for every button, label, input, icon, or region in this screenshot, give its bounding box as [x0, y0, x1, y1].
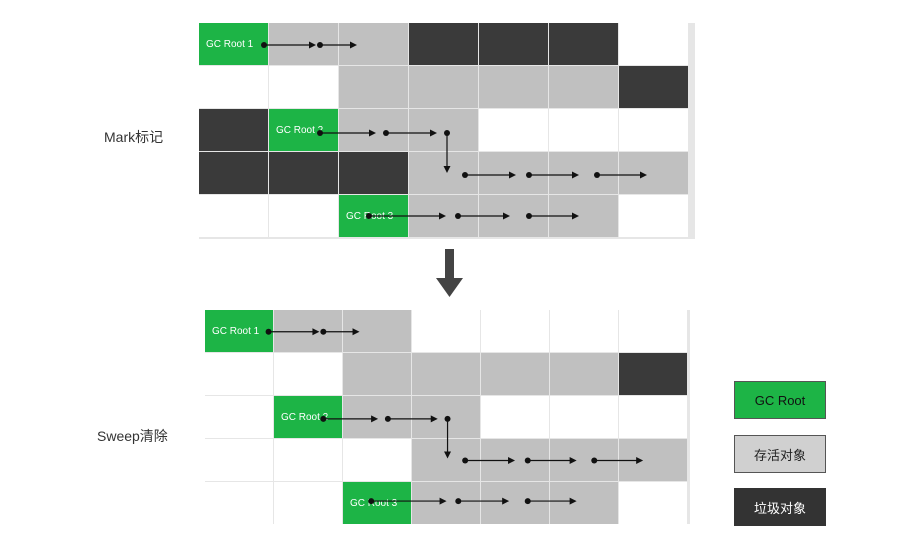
memory-cell-gray	[619, 152, 688, 194]
memory-cell-green	[205, 310, 273, 352]
memory-cell-white	[619, 195, 688, 237]
memory-cell-gray	[409, 109, 478, 151]
memory-cell-gray	[343, 353, 411, 395]
memory-cell-gray	[339, 109, 408, 151]
memory-cell-gray	[479, 66, 548, 108]
memory-cell-black	[619, 353, 687, 395]
memory-cell-black	[199, 152, 268, 194]
memory-cell-gray	[269, 23, 338, 65]
memory-cell-gray	[550, 482, 618, 524]
memory-cell-white	[269, 195, 338, 237]
reference-arrowhead	[572, 212, 579, 220]
memory-cell-white	[205, 353, 273, 395]
memory-cell-white	[274, 482, 342, 524]
memory-cell-gray	[343, 396, 411, 438]
memory-cell-green	[269, 109, 338, 151]
reference-arrowhead	[572, 171, 579, 179]
gc-root-label: GC Root 1	[206, 38, 254, 50]
reference-arrowhead	[509, 171, 516, 179]
reference-arrowhead	[503, 212, 510, 220]
memory-cell-gray	[339, 66, 408, 108]
legend-alive-object: 存活对象	[734, 435, 826, 473]
memory-cell-white	[205, 482, 273, 524]
gc-root-label: GC Root 1	[212, 325, 260, 337]
memory-cell-gray	[479, 152, 548, 194]
down-arrow-head	[436, 278, 463, 297]
memory-cell-black	[339, 152, 408, 194]
reference-arrowhead	[430, 129, 437, 137]
reference-arrowhead	[371, 415, 379, 423]
reference-arrowhead	[439, 212, 446, 220]
memory-cell-black	[269, 152, 338, 194]
memory-cell-white	[205, 439, 273, 481]
memory-cell-gray	[274, 310, 342, 352]
memory-cell-gray	[409, 66, 478, 108]
reference-arrowhead	[350, 41, 357, 49]
memory-cell-black	[619, 66, 688, 108]
memory-cell-gray	[481, 482, 549, 524]
reference-arrowhead	[640, 171, 647, 179]
memory-cell-black	[479, 23, 548, 65]
memory-cell-white	[619, 482, 687, 524]
legend-gc-root: GC Root	[734, 381, 826, 419]
memory-cell-white	[619, 396, 687, 438]
memory-cell-black	[409, 23, 478, 65]
memory-cell-white	[549, 109, 618, 151]
memory-cell-white	[481, 310, 549, 352]
reference-arrowhead	[312, 328, 320, 336]
memory-cell-white	[269, 66, 338, 108]
memory-cell-white	[412, 310, 480, 352]
legend-garbage-object: 垃圾对象	[734, 488, 826, 526]
memory-cell-white	[479, 109, 548, 151]
reference-arrowhead	[569, 497, 577, 505]
reference-arrowhead	[369, 129, 376, 137]
memory-cell-gray	[412, 353, 480, 395]
memory-cell-white	[274, 439, 342, 481]
reference-arrowhead	[444, 451, 452, 459]
memory-cell-black	[199, 109, 268, 151]
memory-cell-white	[274, 353, 342, 395]
sweep-phase-label: Sweep清除	[97, 428, 168, 444]
gc-root-label: GC Root 2	[276, 124, 324, 136]
reference-arrowhead	[502, 497, 510, 505]
memory-cell-white	[199, 195, 268, 237]
mark-phase-label: Mark标记	[104, 129, 164, 145]
memory-cell-white	[550, 310, 618, 352]
memory-cell-gray	[481, 353, 549, 395]
memory-cell-green	[199, 23, 268, 65]
reference-arrowhead	[352, 328, 360, 336]
memory-cell-green	[274, 396, 342, 438]
memory-cell-white	[619, 109, 688, 151]
memory-cell-white	[205, 396, 273, 438]
reference-arrowhead	[439, 497, 447, 505]
memory-cell-white	[343, 439, 411, 481]
gc-root-label: GC Root 3	[350, 497, 398, 509]
memory-cell-black	[549, 23, 618, 65]
memory-cell-white	[550, 396, 618, 438]
memory-cell-white	[481, 396, 549, 438]
memory-cell-white	[619, 23, 688, 65]
down-arrow-shaft	[445, 249, 454, 278]
reference-arrowhead	[569, 456, 577, 464]
memory-cell-white	[199, 66, 268, 108]
gc-root-label: GC Root 2	[281, 411, 329, 423]
reference-arrowhead	[636, 456, 644, 464]
memory-cell-white	[619, 310, 687, 352]
memory-cell-green	[343, 482, 411, 524]
reference-arrowhead	[443, 166, 451, 173]
memory-cell-gray	[412, 482, 480, 524]
reference-arrowhead	[508, 456, 516, 464]
memory-cell-gray	[550, 353, 618, 395]
reference-arrowhead	[430, 415, 438, 423]
reference-arrowhead	[309, 41, 316, 49]
memory-cell-gray	[549, 152, 618, 194]
memory-cell-gray	[549, 66, 618, 108]
